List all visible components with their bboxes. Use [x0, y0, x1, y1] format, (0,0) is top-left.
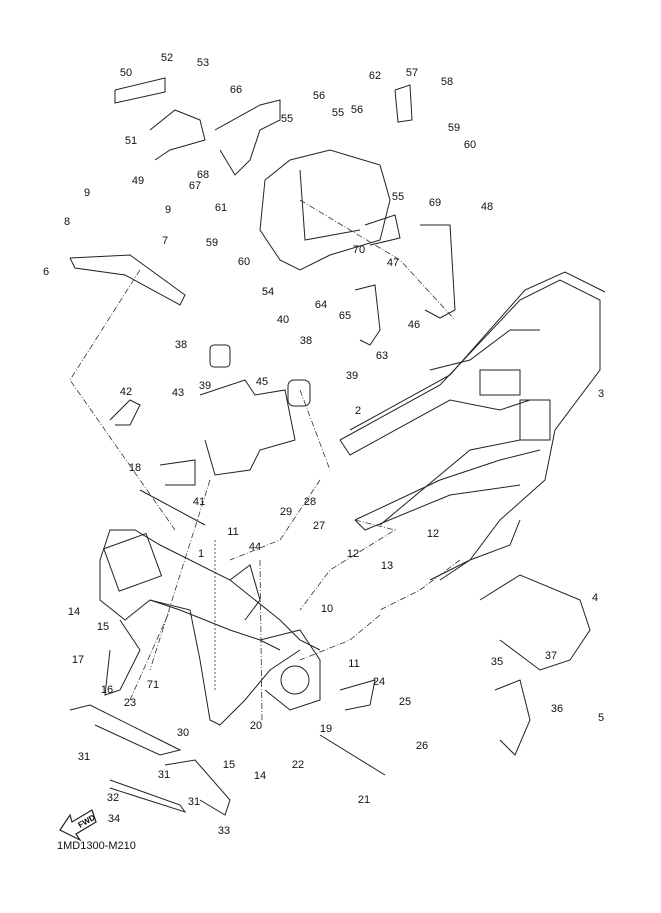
part-callout: 44	[248, 541, 262, 553]
part-callout: 25	[398, 696, 412, 708]
part-callout: 22	[291, 759, 305, 771]
part-callout: 16	[100, 684, 114, 696]
part-callout: 1	[197, 548, 205, 560]
fwd-arrow	[59, 809, 97, 842]
part-callout: 55	[331, 107, 345, 119]
part-callout: 28	[303, 496, 317, 508]
part-callout: 17	[71, 654, 85, 666]
part-callout: 60	[237, 256, 251, 268]
part-callout: 12	[426, 528, 440, 540]
brackets-drawing	[69, 344, 591, 816]
part-callout: 62	[368, 70, 382, 82]
part-callout: 33	[217, 825, 231, 837]
part-callout: 55	[391, 191, 405, 203]
part-callout: 26	[415, 740, 429, 752]
battery-box-drawing	[69, 77, 456, 346]
part-callout: 56	[312, 90, 326, 102]
part-callout: 71	[146, 679, 160, 691]
front-frame-drawing	[99, 529, 321, 726]
part-callout: 31	[77, 751, 91, 763]
part-callout: 18	[128, 462, 142, 474]
part-callout: 63	[375, 350, 389, 362]
part-callout: 7	[161, 235, 169, 247]
part-callout: 60	[463, 139, 477, 151]
part-callout: 19	[319, 723, 333, 735]
part-callout: 39	[198, 380, 212, 392]
part-callout: 47	[386, 257, 400, 269]
part-callout: 6	[42, 266, 50, 278]
part-callout: 39	[345, 370, 359, 382]
part-callout: 3	[597, 388, 605, 400]
part-callout: 50	[119, 67, 133, 79]
part-callout: 67	[188, 180, 202, 192]
part-callout: 46	[407, 319, 421, 331]
part-callout: 12	[346, 548, 360, 560]
part-callout: 49	[131, 175, 145, 187]
part-callout: 15	[222, 759, 236, 771]
part-callout: 51	[124, 135, 138, 147]
part-callout: 68	[196, 169, 210, 181]
part-callout: 14	[67, 606, 81, 618]
part-callout: 31	[187, 796, 201, 808]
part-callout: 20	[249, 720, 263, 732]
part-callout: 57	[405, 67, 419, 79]
part-callout: 69	[428, 197, 442, 209]
part-callout: 11	[348, 658, 360, 670]
part-callout: 24	[372, 676, 386, 688]
part-callout: 59	[447, 122, 461, 134]
part-callout: 9	[83, 187, 91, 199]
part-callout: 43	[171, 387, 185, 399]
part-callout: 58	[440, 76, 454, 88]
part-callout: 15	[96, 621, 110, 633]
part-callout: 34	[107, 813, 121, 825]
part-callout: 38	[299, 335, 313, 347]
part-callout: 4	[591, 592, 599, 604]
part-callout: 10	[320, 603, 334, 615]
part-callout: 23	[123, 697, 137, 709]
part-callout: 5	[597, 712, 605, 724]
part-callout: 29	[279, 506, 293, 518]
part-callout: 2	[354, 405, 362, 417]
part-callout: 66	[229, 84, 243, 96]
part-callout: 64	[314, 299, 328, 311]
part-callout: 65	[338, 310, 352, 322]
part-callout: 40	[276, 314, 290, 326]
part-callout: 35	[490, 656, 504, 668]
part-callout: 59	[205, 237, 219, 249]
part-callout: 36	[550, 703, 564, 715]
part-callout: 30	[176, 727, 190, 739]
part-callout: 70	[352, 244, 366, 256]
part-callout: 14	[253, 770, 267, 782]
part-callout: 21	[357, 794, 371, 806]
diagram-code: 1MD1300-M210	[57, 840, 136, 852]
part-callout: 11	[227, 526, 239, 538]
part-callout: 48	[480, 201, 494, 213]
part-callout: 13	[380, 560, 394, 572]
guide-lines	[69, 199, 461, 721]
part-callout: 55	[280, 113, 294, 125]
part-callout: 52	[160, 52, 174, 64]
part-callout: 56	[350, 104, 364, 116]
part-callout: 54	[261, 286, 275, 298]
part-callout: 9	[164, 204, 172, 216]
main-frame-drawing	[339, 271, 606, 581]
part-callout: 27	[312, 520, 326, 532]
part-callout: 8	[63, 216, 71, 228]
part-callout: 41	[192, 496, 206, 508]
part-callout: 53	[196, 57, 210, 69]
part-callout: 38	[174, 339, 188, 351]
part-callout: 61	[214, 202, 228, 214]
part-callout: 45	[255, 376, 269, 388]
part-callout: 42	[119, 386, 133, 398]
part-callout: 37	[544, 650, 558, 662]
part-callout: 31	[157, 769, 171, 781]
part-callout: 32	[106, 792, 120, 804]
